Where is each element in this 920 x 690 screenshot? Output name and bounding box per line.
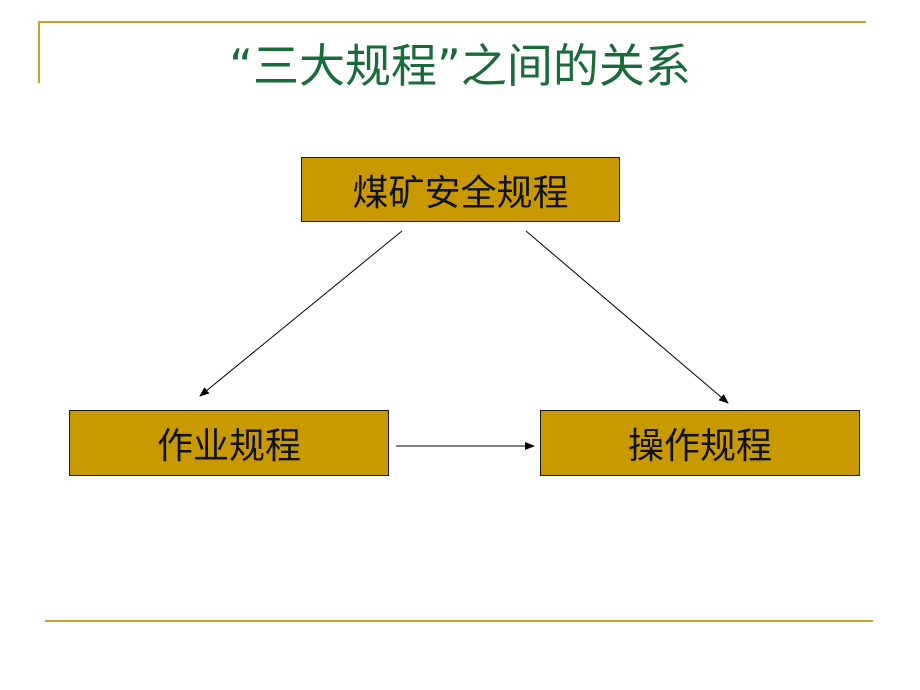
node-work-regulations: 作业规程 bbox=[69, 410, 389, 476]
arrow-top-to-left bbox=[199, 230, 403, 397]
node-operation-regulations: 操作规程 bbox=[540, 410, 860, 476]
slide-title: “三大规程”之间的关系 bbox=[229, 39, 691, 93]
top-rule-line bbox=[38, 21, 866, 23]
bottom-rule-line bbox=[45, 620, 873, 622]
left-rule-line bbox=[38, 21, 40, 83]
node-coal-mine-safety-regulations: 煤矿安全规程 bbox=[301, 157, 620, 222]
arrow-top-to-right bbox=[525, 230, 729, 404]
